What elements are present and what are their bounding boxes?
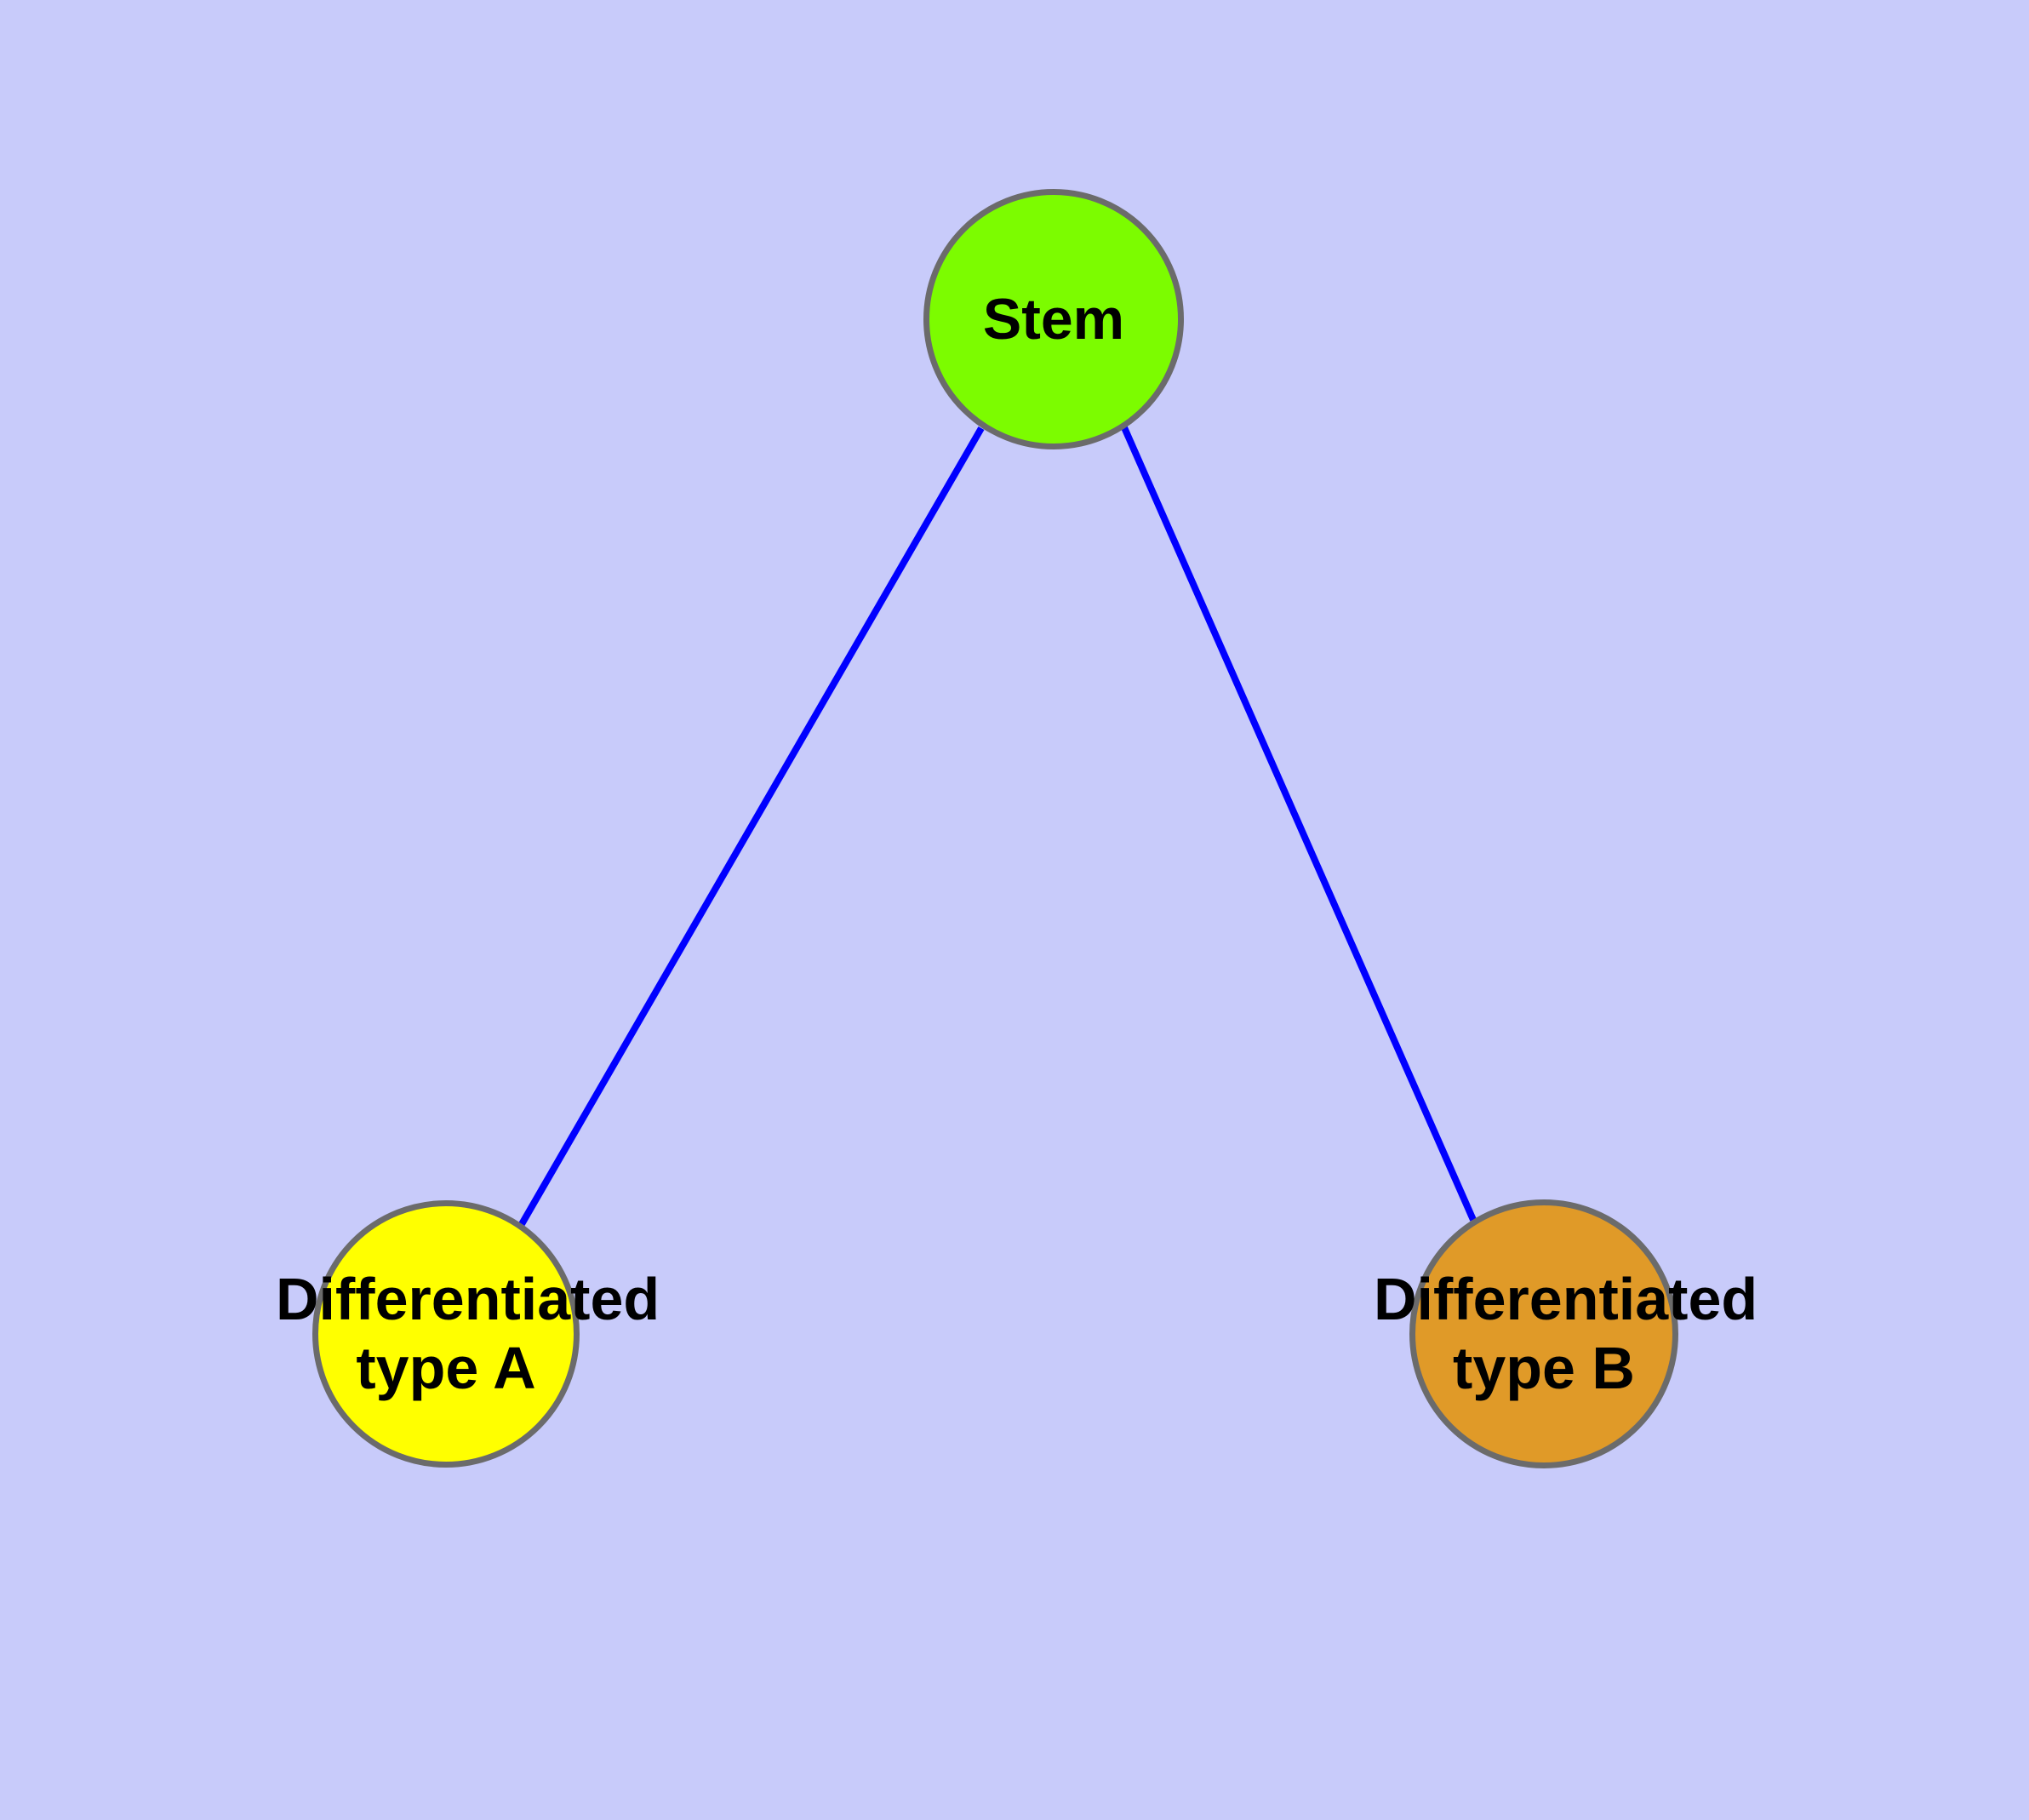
node-differentiated-type-b[interactable] — [1409, 1199, 1678, 1468]
edge-stem-to-differentiated-b — [1120, 424, 1477, 1222]
node-stem[interactable] — [923, 189, 1184, 449]
edge-stem-to-differentiated-a — [518, 426, 985, 1227]
node-differentiated-type-a[interactable] — [312, 1200, 580, 1468]
